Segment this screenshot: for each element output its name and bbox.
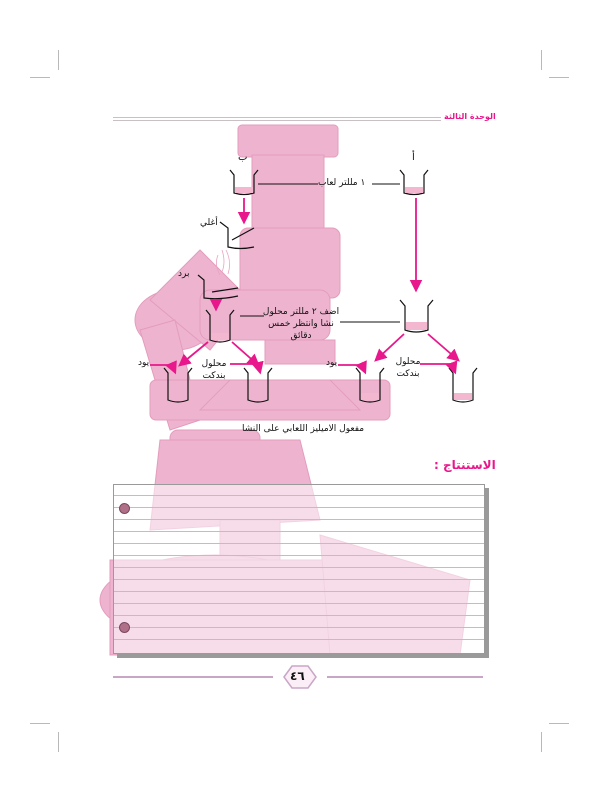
label-a: أ bbox=[412, 152, 415, 163]
page-number-frame bbox=[283, 665, 317, 689]
iodine-label-b: يود bbox=[138, 358, 150, 368]
binder-hole-icon bbox=[119, 503, 130, 514]
crop-mark bbox=[549, 77, 569, 78]
beaker-a bbox=[399, 169, 429, 196]
header-rule bbox=[113, 117, 441, 118]
footer-rule bbox=[327, 676, 483, 678]
tube-benedict-b bbox=[243, 367, 273, 403]
benedict-label-b: محلول بندكت bbox=[201, 359, 227, 381]
benedict-label-a: محلول بندكت bbox=[395, 357, 421, 379]
beaker-starch-b bbox=[205, 309, 235, 343]
tube-iodine-b bbox=[163, 367, 193, 403]
beaker-starch-a bbox=[399, 299, 434, 333]
add-starch-label: اضف ٢ مللتر محلول نشا وانتظر خمس دقائق bbox=[262, 307, 340, 341]
crop-mark bbox=[30, 723, 50, 724]
beaker-b bbox=[229, 169, 259, 196]
binder-hole-icon bbox=[119, 622, 130, 633]
boil-label: أغلي bbox=[200, 218, 218, 228]
footer-rule bbox=[113, 676, 273, 678]
unit-title: الوحدة الثالثة bbox=[444, 112, 496, 121]
conclusion-heading: الاستنتاج : bbox=[434, 458, 496, 472]
iodine-label-a: يود bbox=[326, 358, 338, 368]
tube-iodine-a bbox=[355, 367, 385, 403]
crop-mark bbox=[541, 50, 542, 70]
crop-mark bbox=[549, 723, 569, 724]
conclusion-notes-area[interactable] bbox=[113, 484, 485, 654]
header-rule bbox=[113, 120, 441, 121]
crop-mark bbox=[30, 77, 50, 78]
page-number: ٤٦ bbox=[290, 669, 305, 683]
tube-benedict-a bbox=[448, 367, 478, 403]
crop-mark bbox=[58, 50, 59, 70]
crop-mark bbox=[58, 732, 59, 752]
cooling-tube bbox=[197, 274, 239, 300]
cool-label: برد bbox=[178, 269, 190, 279]
saliva-label: ١ مللتر لعاب bbox=[318, 178, 366, 188]
boiling-tube bbox=[219, 221, 255, 250]
diagram-caption: مفعول الاميليز اللعابي على النشا bbox=[242, 424, 365, 434]
crop-mark bbox=[541, 732, 542, 752]
label-b: ب bbox=[238, 152, 248, 163]
